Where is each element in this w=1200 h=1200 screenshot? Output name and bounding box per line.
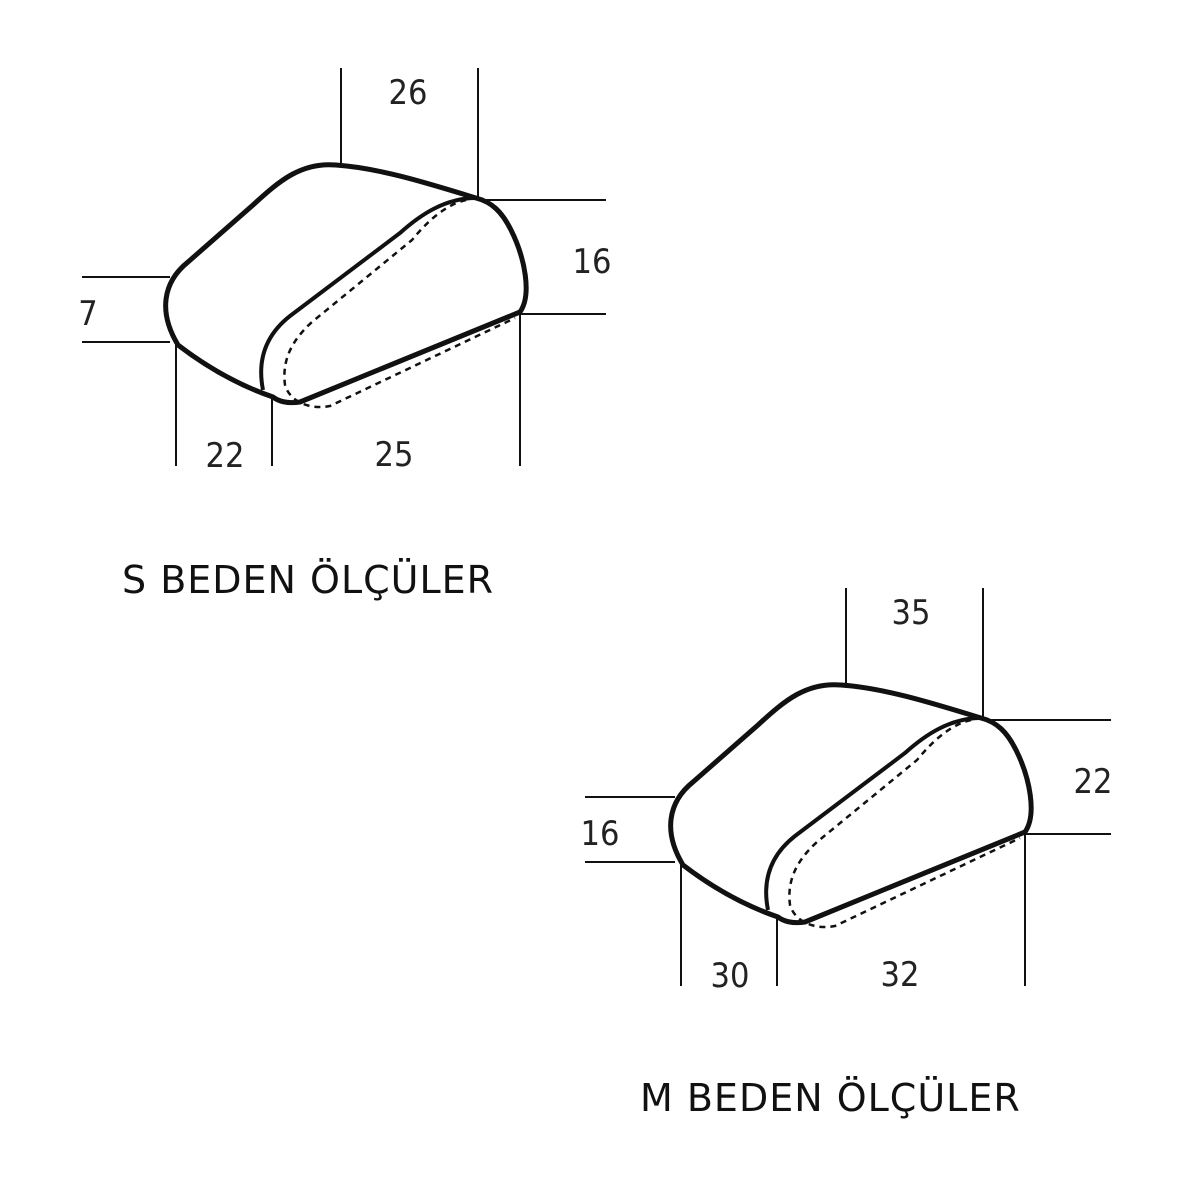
dim-bottom-right-label: 32 xyxy=(881,955,920,995)
caption-m-size: M BEDEN ÖLÇÜLER xyxy=(640,1076,1021,1120)
dim-bottom-left-label: 30 xyxy=(711,956,750,996)
dim-top-label: 26 xyxy=(389,73,428,113)
pillow-outline xyxy=(668,682,1034,926)
dim-right-label: 16 xyxy=(573,242,612,282)
caption-s-size: S BEDEN ÖLÇÜLER xyxy=(122,558,495,602)
pillow-diagram-s: 26 16 7 22 25 xyxy=(78,68,611,476)
dim-top-label: 35 xyxy=(892,593,931,633)
pillow-outline xyxy=(163,162,529,406)
seam-dashed xyxy=(283,198,516,409)
dim-left-label: 7 xyxy=(78,294,97,334)
pillow-diagram-m: 35 22 16 30 32 xyxy=(581,588,1113,996)
dim-right-label: 22 xyxy=(1074,762,1113,802)
front-face-edge xyxy=(259,196,477,391)
dim-left-label: 16 xyxy=(581,814,620,854)
dim-bottom-right-label: 25 xyxy=(375,435,414,475)
seam-dashed xyxy=(788,718,1021,929)
dim-bottom-left-label: 22 xyxy=(206,436,245,476)
front-face-edge xyxy=(764,716,982,911)
